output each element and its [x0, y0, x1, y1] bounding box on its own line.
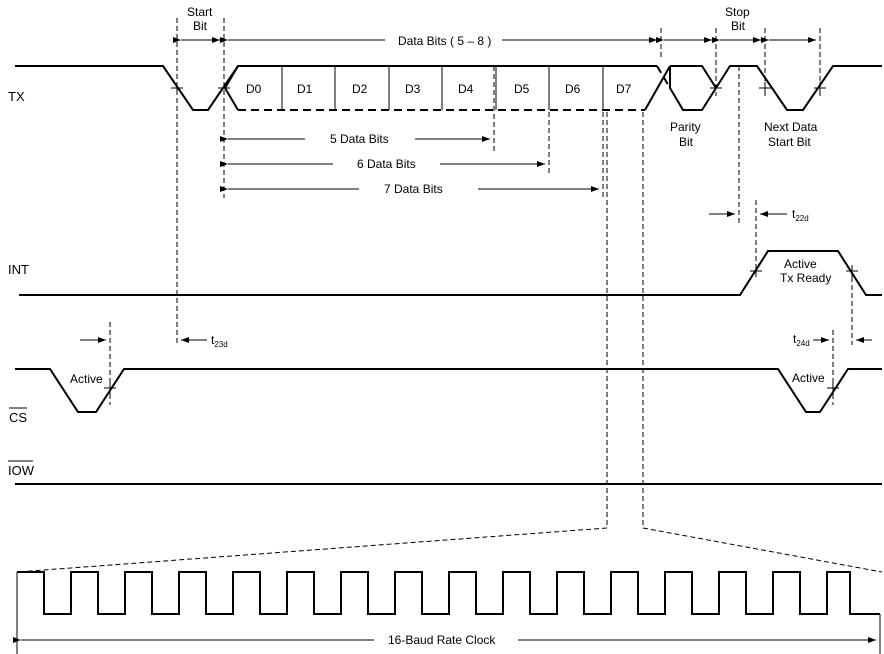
parity-bit-label-line2: Bit: [679, 135, 694, 149]
data-bit-d2: D2: [352, 82, 368, 96]
baud-clock-waveform: [17, 571, 880, 615]
iow-signal-label: IOW: [8, 463, 35, 478]
t23d-label: t23d: [211, 333, 228, 349]
cs-active-right-label: Active: [792, 371, 825, 385]
tx-signal-label: TX: [8, 89, 25, 104]
stop-bit-label-line2: Bit: [731, 19, 746, 33]
cs-active-left-label: Active: [70, 372, 103, 386]
cs-waveform: [15, 368, 882, 413]
six-bits-label: 6 Data Bits: [357, 157, 416, 171]
stop-bit-label-line1: Stop: [725, 5, 750, 19]
data-bit-d4: D4: [458, 82, 474, 96]
int-active-label-line2: Tx Ready: [780, 271, 831, 285]
start-bit-label-line1: Start: [187, 5, 213, 19]
tx-waveform: [15, 65, 882, 111]
baud-clock-label: 16-Baud Rate Clock: [388, 633, 496, 647]
five-bits-label: 5 Data Bits: [330, 132, 389, 146]
next-start-label-line2: Start Bit: [768, 135, 811, 149]
int-waveform: [19, 250, 882, 296]
data-bit-d7: D7: [616, 82, 632, 96]
int-tick-marks: [750, 265, 858, 277]
data-bits-range-label: Data Bits ( 5 – 8 ): [398, 34, 491, 48]
data-bit-d1: D1: [297, 82, 313, 96]
data-bit-d5: D5: [514, 82, 530, 96]
int-active-label-line1: Active: [784, 257, 817, 271]
cs-tick-marks: [104, 382, 839, 394]
parity-bit-label-line1: Parity: [670, 120, 701, 134]
t22d-label: t22d: [792, 207, 809, 223]
start-bit-label-line2: Bit: [193, 19, 208, 33]
tx-tick-marks: [171, 82, 826, 94]
t24d-label: t24d: [793, 332, 810, 348]
int-signal-label: INT: [8, 262, 29, 277]
cs-signal-label: CS: [9, 410, 27, 425]
data-bit-d6: D6: [565, 82, 581, 96]
data-bit-d3: D3: [405, 82, 421, 96]
seven-bits-label: 7 Data Bits: [384, 182, 443, 196]
data-bit-d0: D0: [246, 82, 262, 96]
next-start-label-line1: Next Data: [764, 120, 818, 134]
